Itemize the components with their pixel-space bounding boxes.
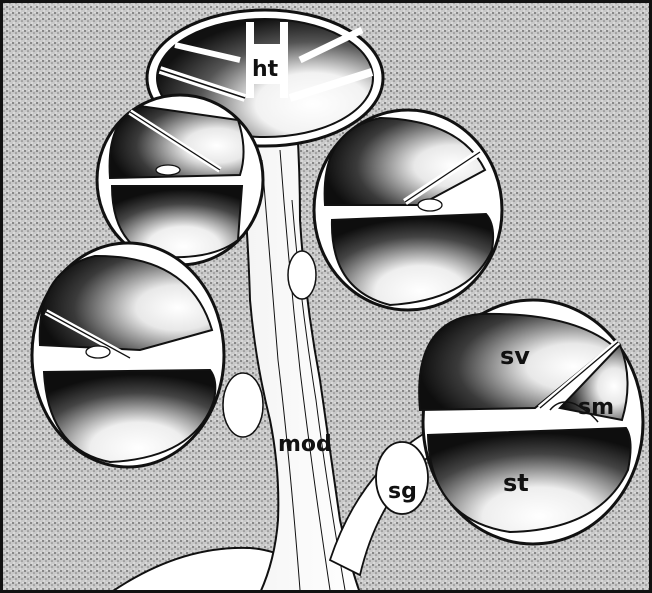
- label-ht: ht: [252, 57, 279, 82]
- label-st: st: [503, 469, 529, 497]
- label-sg: sg: [388, 479, 417, 504]
- upper-left-turn: [97, 95, 263, 265]
- label-mod: mod: [278, 432, 332, 457]
- label-sv: sv: [500, 342, 530, 370]
- label-sm: sm: [578, 395, 614, 420]
